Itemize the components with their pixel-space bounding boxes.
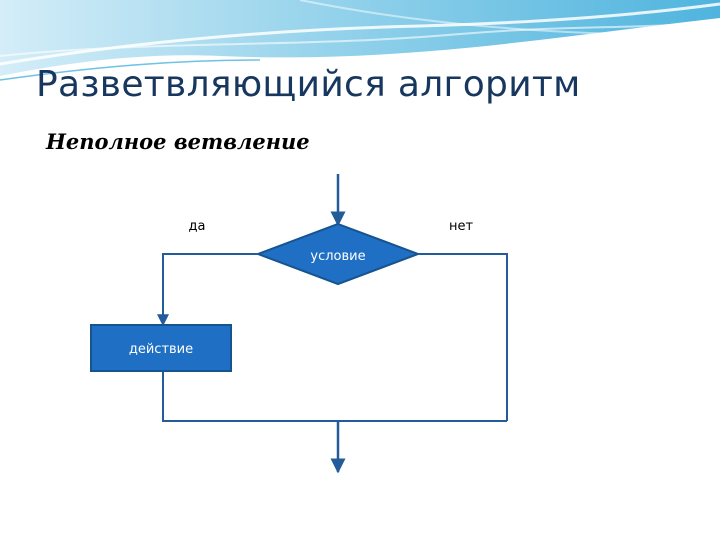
condition-diamond <box>255 222 421 286</box>
yes-branch-line <box>157 253 258 327</box>
action-box <box>90 324 232 372</box>
header-wave-decoration <box>0 0 720 81</box>
merge-line <box>162 371 507 422</box>
slide-title: Разветвляющийся алгоритм <box>36 64 581 105</box>
condition-label: условие <box>310 249 365 264</box>
no-label: нет <box>449 219 473 234</box>
yes-label: да <box>189 219 206 234</box>
slide-subtitle: Неполное ветвление <box>46 129 310 154</box>
no-branch-line <box>418 253 508 421</box>
action-label: действие <box>129 342 193 357</box>
